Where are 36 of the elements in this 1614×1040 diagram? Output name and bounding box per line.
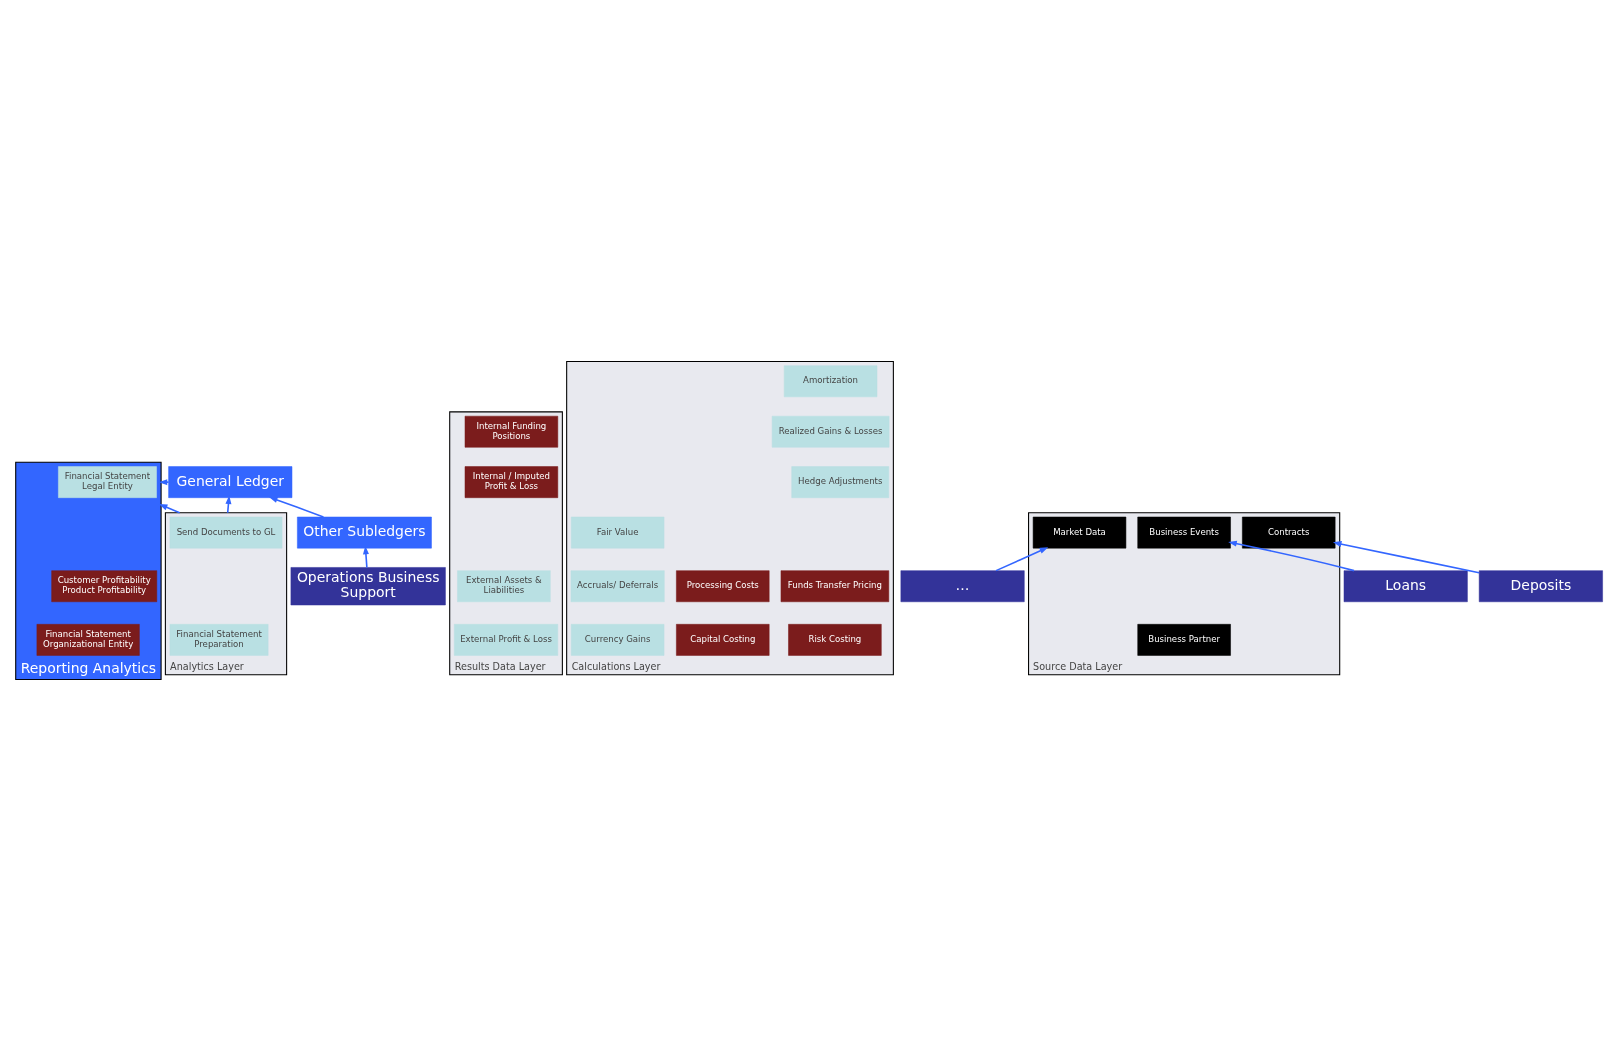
node-box: Risk Costing [788, 623, 882, 656]
node-box: Hedge Adjustments [791, 465, 890, 498]
node-box: Accruals/ Deferrals [570, 569, 665, 602]
node-box: Market Data [1032, 516, 1127, 548]
node-box: … [900, 569, 1025, 602]
node-box: Financial Statement Organizational Entity [36, 623, 140, 656]
node-box: Amortization [783, 364, 878, 397]
node-box: Funds Transfer Pricing [780, 569, 890, 602]
node-box: Customer Profitability Product Profitability [51, 569, 158, 602]
node-box: Business Events [1137, 516, 1231, 548]
node-box: Operations Business Support [290, 566, 446, 605]
node-box: Deposits [1478, 569, 1603, 602]
node-box: External Assets & Liabilities [457, 569, 551, 602]
arrow [158, 503, 181, 514]
arrow [362, 545, 369, 568]
arrow [225, 494, 232, 514]
node-box: External Profit & Loss [454, 623, 559, 656]
node-box: Fair Value [570, 516, 665, 548]
node-box: Loans [1343, 569, 1468, 602]
arrow [1332, 540, 1480, 574]
node-box: Internal / Imputed Profit & Loss [464, 465, 559, 498]
node-box: Send Documents to GL [169, 516, 283, 548]
node-box: Other Subledgers [297, 516, 432, 548]
node-box: Contracts [1242, 516, 1336, 548]
node-box: Business Partner [1137, 623, 1231, 656]
node-box: Processing Costs [676, 569, 770, 602]
arrow [995, 546, 1049, 571]
node-box: Realized Gains & Losses [771, 415, 890, 448]
node-box: Internal Funding Positions [464, 415, 559, 448]
node-box: Financial Statement Preparation [169, 623, 269, 656]
arrow [268, 496, 325, 518]
node-box: Capital Costing [676, 623, 770, 656]
arrow [1228, 540, 1355, 571]
node-box: Financial Statement Legal Entity [58, 465, 157, 498]
node-box: General Ledger [168, 465, 293, 498]
node-box: Currency Gains [570, 623, 665, 656]
